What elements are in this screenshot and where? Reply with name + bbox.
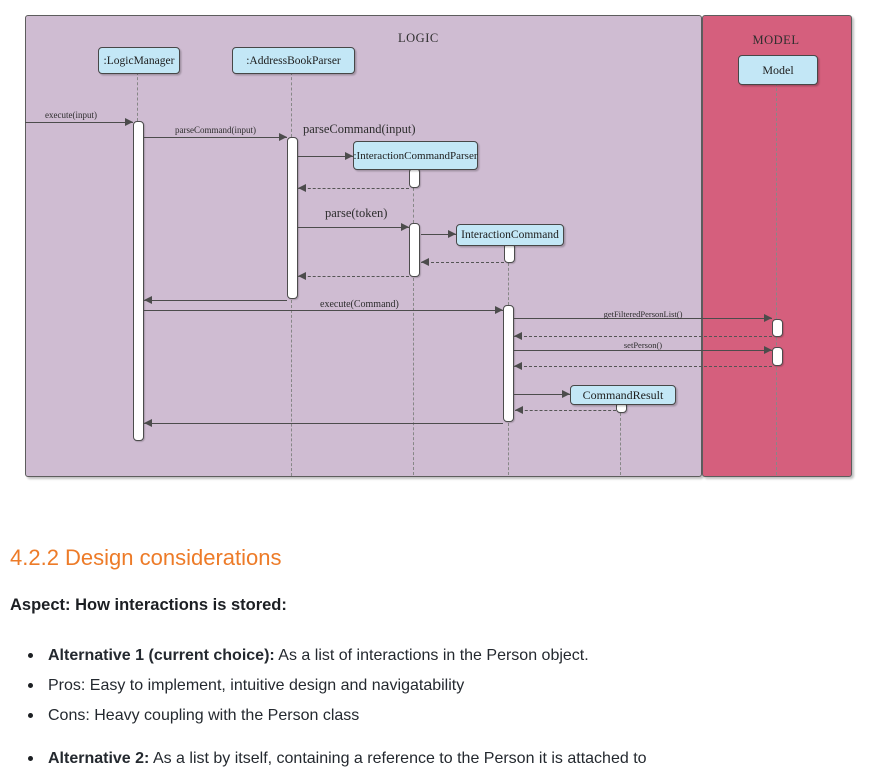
return-model-to-ic-2 bbox=[514, 362, 772, 370]
arrowhead-icon bbox=[764, 314, 772, 322]
arrowhead-icon bbox=[514, 362, 522, 370]
arrowhead-icon bbox=[401, 223, 409, 231]
activation-model-2 bbox=[772, 347, 783, 366]
message-execute-command: execute(Command) bbox=[144, 299, 503, 314]
arrowhead-icon bbox=[764, 346, 772, 354]
arrowhead-icon bbox=[298, 184, 306, 192]
arrowhead-icon bbox=[448, 230, 456, 238]
message-label: execute(Command) bbox=[320, 299, 399, 310]
message-label: getFilteredPersonList() bbox=[603, 309, 683, 319]
list-item: Cons: Heavy coupling with the Person cla… bbox=[28, 705, 858, 727]
arrowhead-icon bbox=[495, 306, 503, 314]
message-get-filtered-person-list: getFilteredPersonList() bbox=[514, 309, 772, 322]
list-item: Alternative 1 (current choice): As a lis… bbox=[28, 645, 858, 667]
list-item-rest: As a list of interactions in the Person … bbox=[274, 647, 589, 664]
model-frame bbox=[702, 15, 852, 477]
participant-address-book-parser: :AddressBookParser bbox=[232, 47, 355, 74]
activation-interaction-command-1 bbox=[504, 243, 515, 263]
activation-model-1 bbox=[772, 319, 783, 337]
lifeline-interaction-command-bottom bbox=[508, 423, 509, 475]
activation-icp-2 bbox=[409, 223, 420, 277]
lifeline-command-result bbox=[620, 413, 621, 475]
section-heading: 4.2.2 Design considerations bbox=[10, 545, 282, 570]
arrowhead-icon bbox=[562, 390, 570, 398]
logic-frame bbox=[25, 15, 702, 477]
arrowhead-icon bbox=[298, 272, 306, 280]
message-label: parseCommand(input) bbox=[303, 122, 416, 136]
participant-command-result: CommandResult bbox=[570, 385, 676, 405]
return-icp-to-abp-2 bbox=[298, 272, 409, 280]
return-ic-to-logic-manager bbox=[144, 419, 503, 427]
arrowhead-icon bbox=[144, 419, 152, 427]
participant-label: Model bbox=[762, 62, 794, 77]
participant-logic-manager: :LogicManager bbox=[98, 47, 180, 74]
participant-label: :InteractionCommandParser bbox=[353, 149, 478, 162]
list-item-text: Alternative 2: As a list by itself, cont… bbox=[48, 748, 647, 770]
message-label: setPerson() bbox=[623, 340, 663, 350]
logic-frame-label: LOGIC bbox=[398, 31, 439, 45]
lifeline-address-book-parser-bottom bbox=[291, 300, 292, 476]
arrowhead-icon bbox=[421, 258, 429, 266]
arrowhead-icon bbox=[125, 118, 133, 126]
list-item-rest: Cons: Heavy coupling with the Person cla… bbox=[48, 707, 360, 724]
arrowhead-icon bbox=[144, 296, 152, 304]
message-execute-input: execute(input) bbox=[25, 110, 133, 126]
return-abp-to-logic-manager bbox=[144, 296, 287, 304]
list-item-text: Pros: Easy to implement, intuitive desig… bbox=[48, 675, 464, 697]
aspect-title: Aspect: How interactions is stored: bbox=[10, 596, 287, 614]
return-command-result-to-ic bbox=[515, 406, 616, 414]
message-label: parse(token) bbox=[325, 206, 388, 220]
bullet-list: Alternative 1 (current choice): As a lis… bbox=[28, 645, 858, 735]
list-item: Pros: Easy to implement, intuitive desig… bbox=[28, 675, 858, 697]
bullet-icon bbox=[28, 653, 33, 658]
return-model-to-ic-1 bbox=[514, 332, 772, 340]
lifeline-logic-manager bbox=[137, 72, 138, 121]
participant-model: Model bbox=[738, 55, 818, 85]
message-create-interaction-command bbox=[421, 230, 456, 238]
message-label: execute(input) bbox=[45, 110, 97, 120]
list-item-bold: Alternative 1 (current choice): bbox=[48, 647, 275, 664]
lifeline-interaction-command-parser-mid bbox=[413, 188, 414, 223]
participant-interaction-command-parser: :InteractionCommandParser bbox=[353, 141, 478, 170]
return-ic-to-icp bbox=[421, 258, 504, 266]
arrowhead-icon bbox=[345, 152, 353, 160]
message-set-person: setPerson() bbox=[514, 340, 772, 354]
message-label: parseCommand(input) bbox=[175, 125, 256, 135]
lifeline-model bbox=[776, 83, 777, 475]
arrowhead-icon bbox=[515, 406, 523, 414]
participant-interaction-command: InteractionCommand bbox=[456, 224, 564, 246]
lifeline-address-book-parser-top bbox=[291, 72, 292, 137]
bullet-icon bbox=[28, 713, 33, 718]
arrowhead-icon bbox=[279, 133, 287, 141]
participant-label: CommandResult bbox=[582, 387, 664, 402]
message-parse-token: parse(token) bbox=[298, 206, 409, 231]
participant-label: :AddressBookParser bbox=[246, 54, 341, 67]
list-item-text: Alternative 1 (current choice): As a lis… bbox=[48, 645, 589, 667]
activation-logic-manager bbox=[133, 121, 144, 441]
message-create-command-result bbox=[514, 390, 570, 398]
list-item-rest: Pros: Easy to implement, intuitive desig… bbox=[48, 677, 465, 694]
return-icp-to-abp-1 bbox=[298, 184, 409, 192]
message-parse-command: parseCommand(input) bbox=[144, 125, 287, 141]
message-create-icp: parseCommand(input) bbox=[298, 122, 415, 160]
participant-label: InteractionCommand bbox=[461, 229, 559, 241]
model-frame-label: MODEL bbox=[752, 33, 800, 47]
participant-label: :LogicManager bbox=[103, 54, 175, 67]
activation-interaction-command-2 bbox=[503, 305, 514, 422]
activation-address-book-parser bbox=[287, 137, 298, 299]
lifeline-interaction-command-parser-bottom bbox=[413, 278, 414, 475]
arrowhead-icon bbox=[514, 332, 522, 340]
activation-icp-1 bbox=[409, 168, 420, 188]
list-item-cutoff: Alternative 2: As a list by itself, cont… bbox=[28, 748, 858, 770]
lifeline-interaction-command-mid bbox=[508, 263, 509, 305]
list-item-text: Cons: Heavy coupling with the Person cla… bbox=[48, 705, 359, 727]
bullet-icon bbox=[28, 683, 33, 688]
